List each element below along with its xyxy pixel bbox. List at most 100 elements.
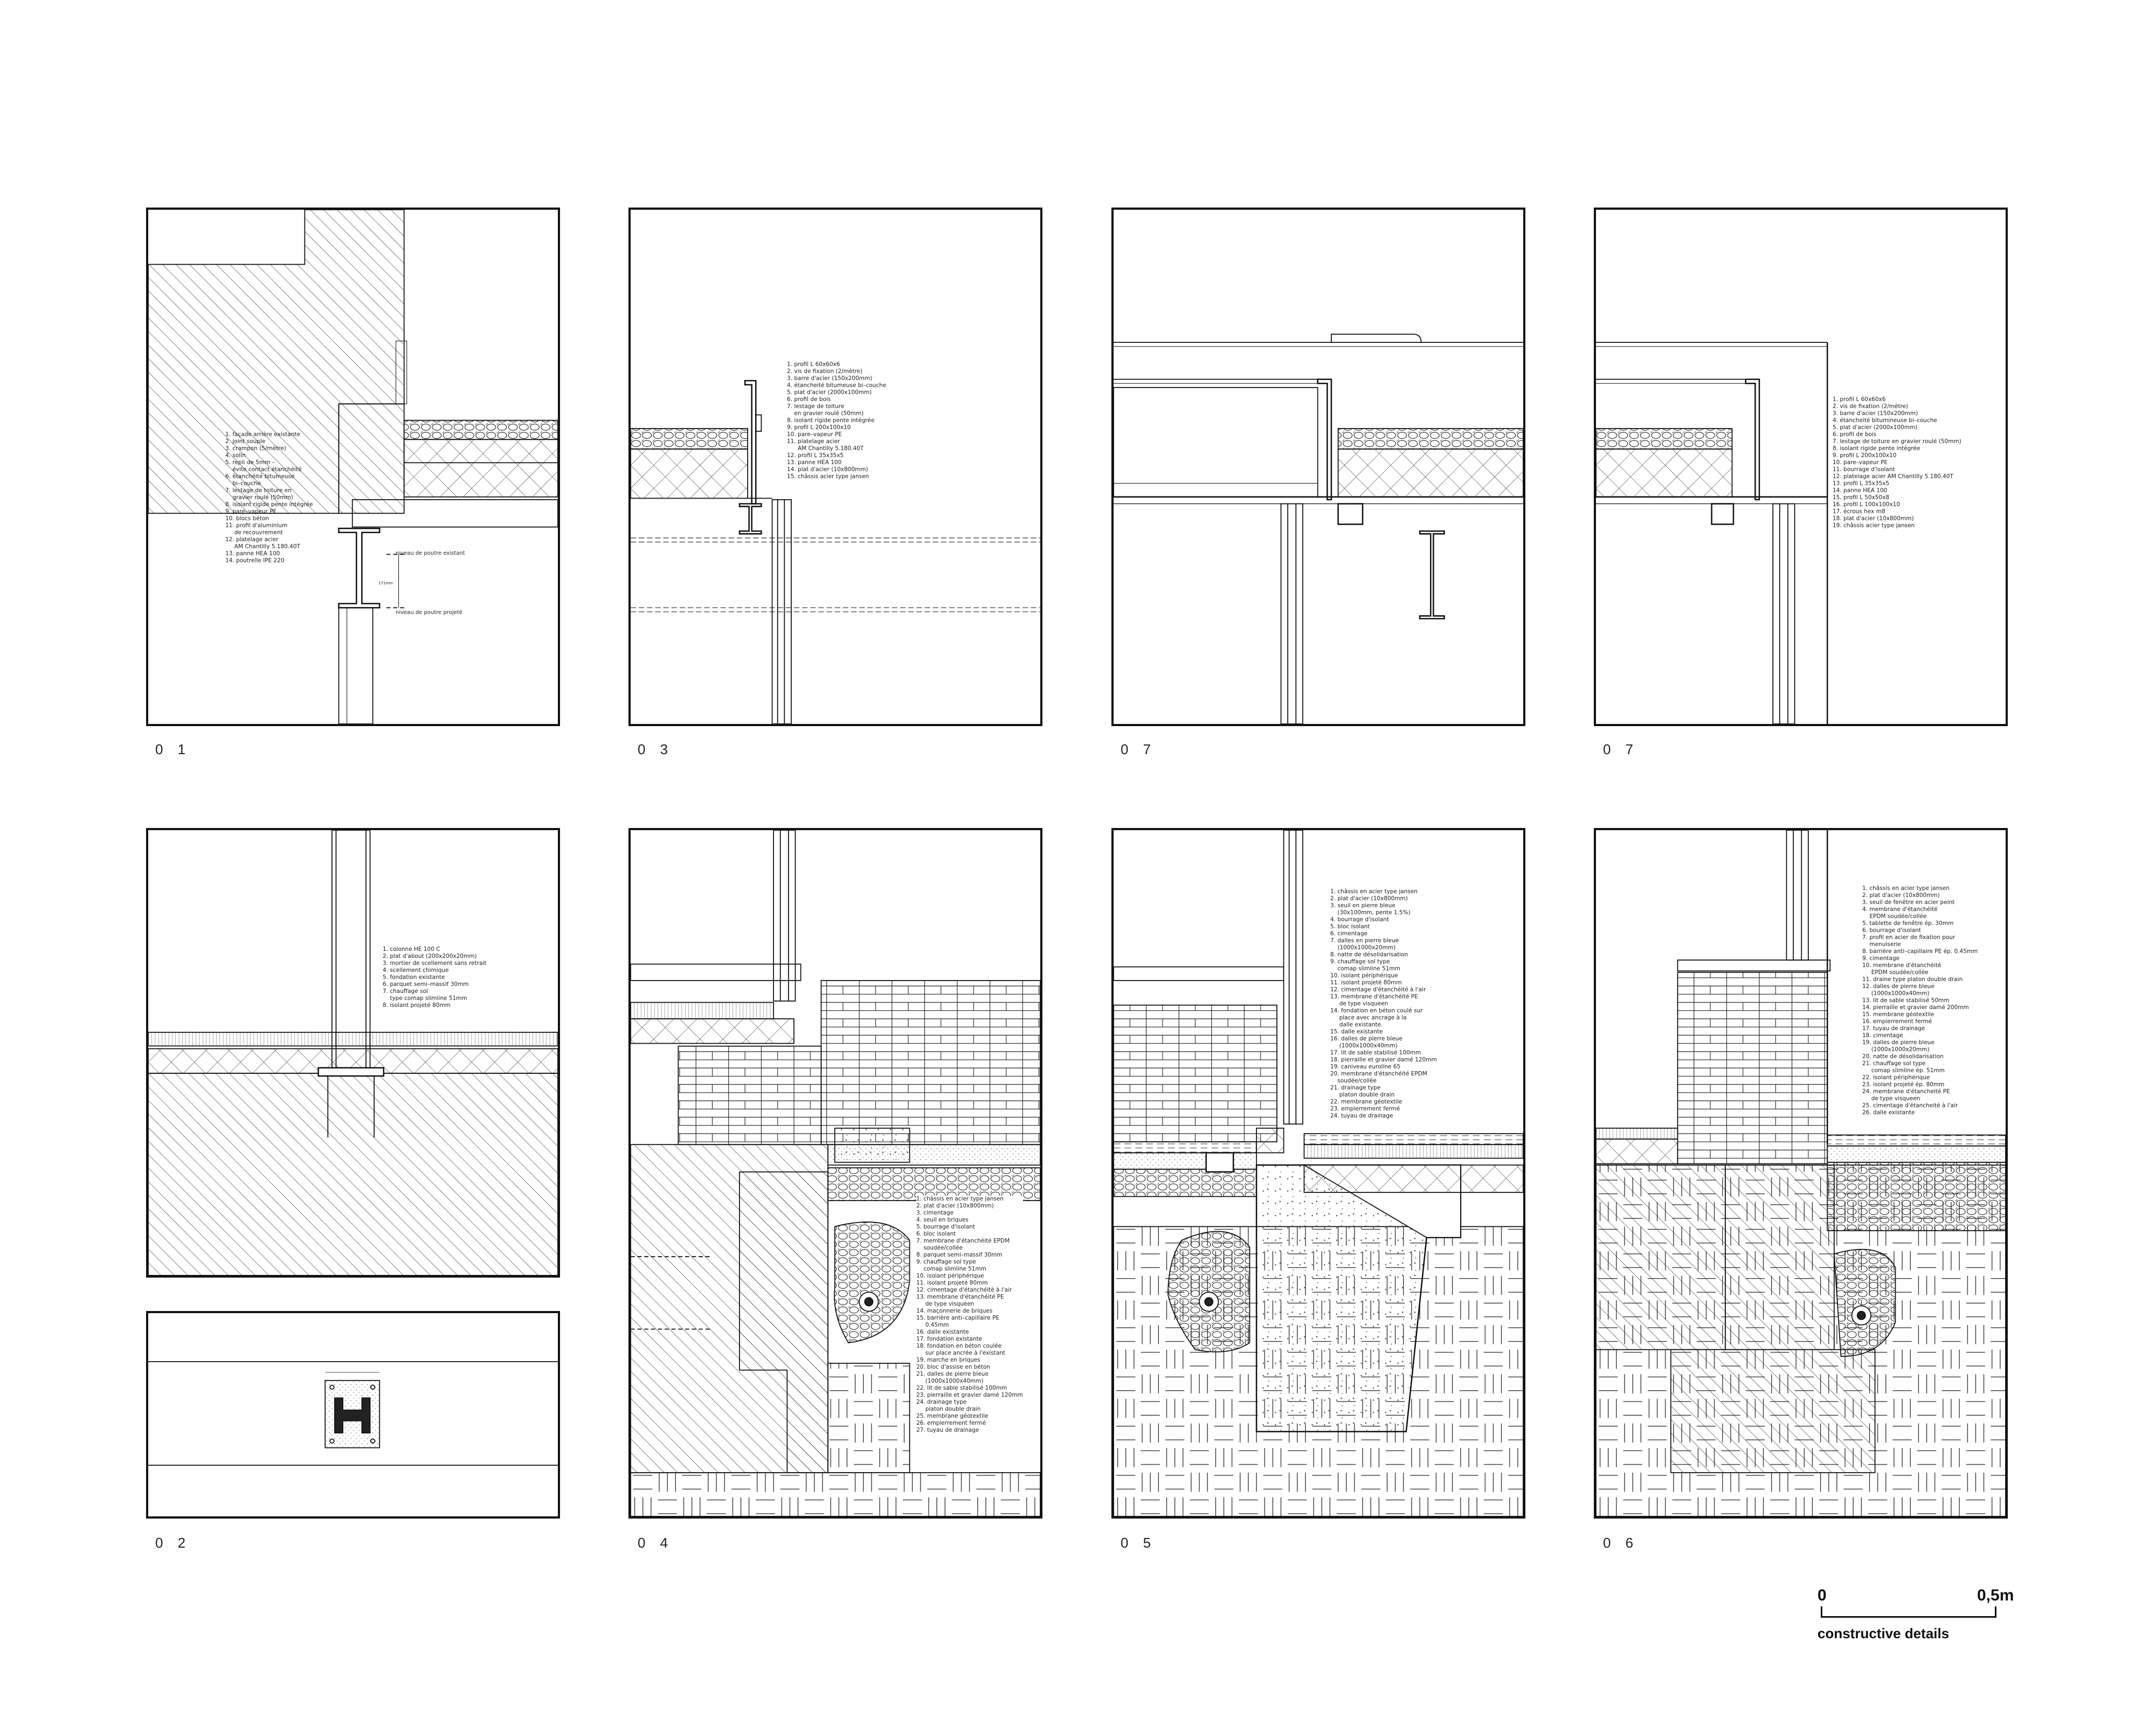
timber-profile	[755, 414, 762, 432]
legend-item: 17. lit de sable stabilisé 100mm	[1330, 1050, 1421, 1056]
legend-item: 8. barrière anti–capillaire PE ép. 0.45m…	[1862, 948, 1978, 955]
detail-panel-07a	[1111, 208, 1525, 726]
brick-step	[678, 1045, 822, 1146]
legend-item: 5. bourrage d'isolant	[916, 1224, 975, 1230]
legend-item: 6. bourrage d'isolant	[1862, 927, 1921, 934]
legend-item: 3. crampon (5/mètre)	[225, 445, 286, 452]
legend-item: 16. empierrement fermé	[1862, 1018, 1932, 1025]
detail-panel-04	[628, 828, 1042, 1519]
legend-item: (1000x1000x20mm)	[1330, 944, 1396, 951]
legend-item: 12. cimentage d'étanchéité à l'air	[916, 1287, 1012, 1293]
legend-item: 13. membrane d'étanchéité PE	[1330, 993, 1418, 1000]
legend-item: 22. lit de sable stabilisé 100mm	[916, 1385, 1007, 1391]
legend-item: dalle existante.	[1330, 1022, 1383, 1028]
legend-item: 1. profil L 60x60x6	[1833, 396, 1886, 403]
brick-sill	[631, 963, 801, 981]
window-frame-jansen	[1280, 503, 1303, 724]
legend-item: 11. isolant projeté 80mm	[1330, 979, 1402, 986]
section-drawing-03	[631, 380, 1040, 724]
drainage-gravel	[834, 1222, 910, 1343]
legend-item: 3. barre d'acier (150x200mm)	[1833, 410, 1918, 417]
legend-item: 13. profil L 35x35x5	[1833, 480, 1890, 487]
legend-item: 5. plat d'acier (2000x100mm)	[787, 389, 872, 396]
existing-frame	[1114, 387, 1318, 498]
gravel-layer	[1114, 1169, 1257, 1197]
legend-item: (1000x1000x20mm)	[1862, 1046, 1930, 1053]
gravel-layer	[827, 1167, 1040, 1202]
legend-item: 23. isolant projeté ép. 80mm	[1862, 1081, 1945, 1088]
legend-item: 5. plat d'acier (2000x100mm)	[1833, 424, 1918, 431]
scale-start: 0	[1818, 1586, 1827, 1604]
legend-item: 14. plat d'acier (10x800mm)	[787, 466, 868, 473]
purlin-hea100	[351, 499, 558, 528]
legend-item: (1000x1000x40mm)	[1862, 990, 1930, 997]
legend-item: bi–couche	[225, 480, 261, 487]
legend-item: 2. vis de fixation (2/mètre)	[1833, 403, 1909, 410]
legend-item: 2. joint souple	[225, 438, 266, 445]
legend-item: 15. barrière anti–capillaire PE	[916, 1315, 1000, 1321]
legend-item: 10. isolant périphérique	[916, 1273, 984, 1279]
legend-item: 12. cimentage d'étanchéité à l'air	[1330, 986, 1426, 993]
legend-item: 8. isolant rigide pente intégrée	[787, 417, 875, 424]
legend-item: (1000x1000x40mm)	[916, 1378, 984, 1384]
legend-item: 1. châssis en acier type jansen	[916, 1196, 1004, 1202]
foundation-footing	[1670, 1349, 1876, 1473]
floor-heating	[1303, 1144, 1523, 1159]
legend-item: 4. étancheité bitumineuse bi–couche	[1833, 417, 1937, 424]
channel-drain	[1205, 1152, 1234, 1173]
section-drawing-07b	[1596, 342, 1828, 724]
legend-item: 20. membrane d'étanchéité EPDM	[1330, 1071, 1427, 1077]
legend-item: 14. fondation en béton coulé sur	[1330, 1008, 1423, 1014]
drainage-gravel	[1167, 1231, 1250, 1353]
brick-masonry	[820, 980, 1040, 1146]
legend-item: 22. membrane géotextile	[1330, 1099, 1402, 1105]
legend-item: comap slimline 51mm	[1330, 965, 1400, 972]
note-existing-beam-level: niveau de poutre existant	[396, 550, 465, 556]
legend-item: 7. lestage de toiture	[787, 403, 845, 410]
legend-item: 19. marche en briques	[916, 1357, 980, 1363]
legend-item: 13. panne HEA 100	[225, 550, 280, 557]
window-frame-jansen	[1283, 830, 1303, 1125]
legend-item: 6. parquet semi–massif 30mm	[383, 981, 469, 988]
legend-item: de recouvrement	[225, 529, 283, 536]
legend-item: (1000x1000x40mm)	[1330, 1043, 1398, 1049]
sand-bed	[1114, 1152, 1257, 1170]
legend-item: 7. profil en acier de fixation pour	[1862, 934, 1955, 941]
legend-item: 4. solin	[225, 452, 246, 459]
legend-item: 20. bloc d'assise en béton	[916, 1364, 991, 1370]
legend-item: 27. tuyau de drainage	[916, 1427, 979, 1433]
legend-item: 2. plat d'acier (10x800mm)	[916, 1203, 994, 1209]
hea100-purlin	[1419, 530, 1445, 619]
legend-item: AM Chantilly 5.180.40T	[787, 445, 864, 452]
legend-item: 18. pierraille et gravier damé 120mm	[1330, 1057, 1437, 1063]
brick-masonry	[1114, 1004, 1277, 1143]
legend-item: 9. chauffage sol type	[916, 1259, 976, 1265]
legend-item: 14. maçonnerie de briques	[916, 1308, 993, 1314]
legend-item: 17. écrous hex m8	[1833, 508, 1885, 515]
roof-gravel	[403, 419, 558, 440]
insulation-strip	[1303, 1164, 1523, 1193]
section-drawing-06	[1596, 830, 2006, 1516]
roof-insulation	[1337, 448, 1523, 498]
legend-item: 3. seuil de fenêtre en acier peint	[1862, 899, 1955, 906]
bolted-angle	[1711, 503, 1735, 525]
sand-bed	[1827, 1145, 2006, 1163]
legend-item: 2. plat d'acier (10x800mm)	[1330, 895, 1408, 902]
detail-panel-02	[146, 828, 560, 1278]
legend-item: 21. chauffage sol type	[1862, 1060, 1926, 1067]
legend-item: 11. platelage acier	[787, 438, 840, 445]
legend-item: 25. cimentage d'étancheité à l'air	[1862, 1102, 1958, 1109]
legend-item: 10. blocs béton	[225, 515, 269, 522]
legend-item: 8. natte de désolidarisation	[1330, 951, 1408, 958]
legend-item: 4. bourrage d'isolant	[1330, 916, 1389, 923]
flashing	[396, 341, 407, 404]
legend-item: place avec ancrage à la	[1330, 1015, 1407, 1021]
detail-panel-01	[146, 208, 560, 726]
legend-item: gravier roulé (50mm)	[225, 494, 293, 501]
legend-item: 11. bourrage d'isolant	[1833, 466, 1895, 473]
bluestone-sill	[1114, 966, 1284, 981]
legend-item: comap slimline 51mm	[916, 1266, 986, 1272]
